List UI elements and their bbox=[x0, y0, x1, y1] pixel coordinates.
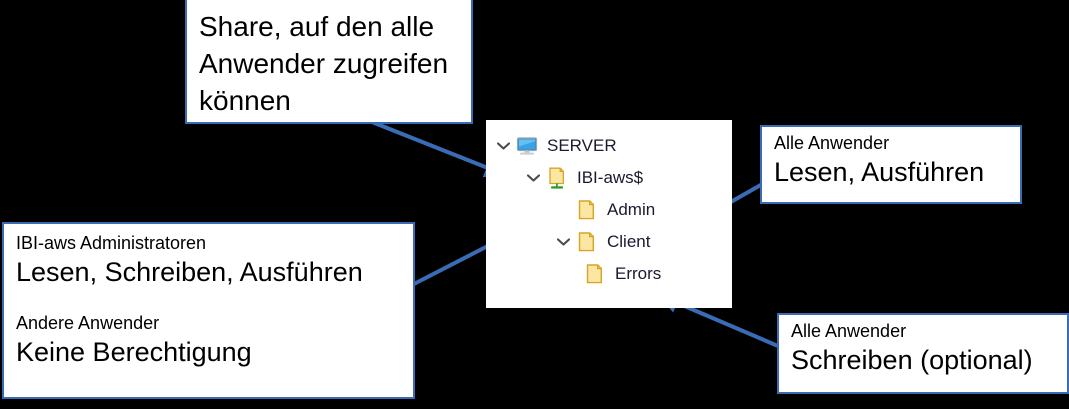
all-users-write-callout: Alle Anwender Schreiben (optional) bbox=[777, 313, 1069, 394]
share-callout-text: Share, auf den alle Anwender zugreifen k… bbox=[199, 11, 449, 117]
shared-folder-icon bbox=[544, 167, 570, 190]
tree-node-label: Admin bbox=[607, 200, 656, 219]
all-users-label: Alle Anwender bbox=[791, 321, 907, 341]
admins-group-label: IBI-aws Administratoren bbox=[16, 233, 207, 253]
spacer bbox=[16, 290, 401, 312]
folder-icon bbox=[574, 231, 600, 253]
folder-icon bbox=[582, 263, 608, 285]
folder-tree-panel: SERVER IBI-aws$ bbox=[486, 120, 732, 308]
all-users-write-permissions: Schreiben (optional) bbox=[791, 345, 1033, 376]
folder-icon bbox=[574, 199, 600, 221]
tree-node-errors[interactable]: Errors bbox=[486, 258, 732, 290]
admins-permissions: Lesen, Schreiben, Ausführen bbox=[16, 257, 363, 288]
tree-node-client[interactable]: Client bbox=[486, 226, 732, 258]
chevron-down-icon[interactable] bbox=[492, 142, 514, 150]
all-users-label: Alle Anwender bbox=[774, 133, 890, 153]
other-users-label: Andere Anwender bbox=[16, 312, 160, 333]
all-users-read-callout: Alle Anwender Lesen, Ausführen bbox=[760, 125, 1022, 204]
tree-node-label: Errors bbox=[615, 264, 662, 283]
tree-node-ibi-aws[interactable]: IBI-aws$ bbox=[486, 162, 732, 194]
chevron-down-icon[interactable] bbox=[522, 174, 544, 182]
tree-node-label: SERVER bbox=[547, 136, 617, 155]
chevron-down-icon[interactable] bbox=[552, 238, 574, 246]
admins-callout: IBI-aws Administratoren Lesen, Schreiben… bbox=[2, 222, 415, 399]
tree-node-label: IBI-aws$ bbox=[577, 168, 644, 187]
other-users-permissions: Keine Berechtigung bbox=[16, 337, 252, 368]
all-users-read-permissions: Lesen, Ausführen bbox=[774, 157, 985, 188]
arrow-share-to-ibiaws bbox=[371, 120, 506, 178]
tree-node-admin[interactable]: Admin bbox=[486, 194, 732, 226]
tree-node-server[interactable]: SERVER bbox=[486, 130, 732, 162]
tree-node-label: Client bbox=[607, 232, 651, 251]
share-callout: Share, auf den alle Anwender zugreifen k… bbox=[185, 0, 473, 124]
monitor-icon bbox=[514, 136, 540, 156]
